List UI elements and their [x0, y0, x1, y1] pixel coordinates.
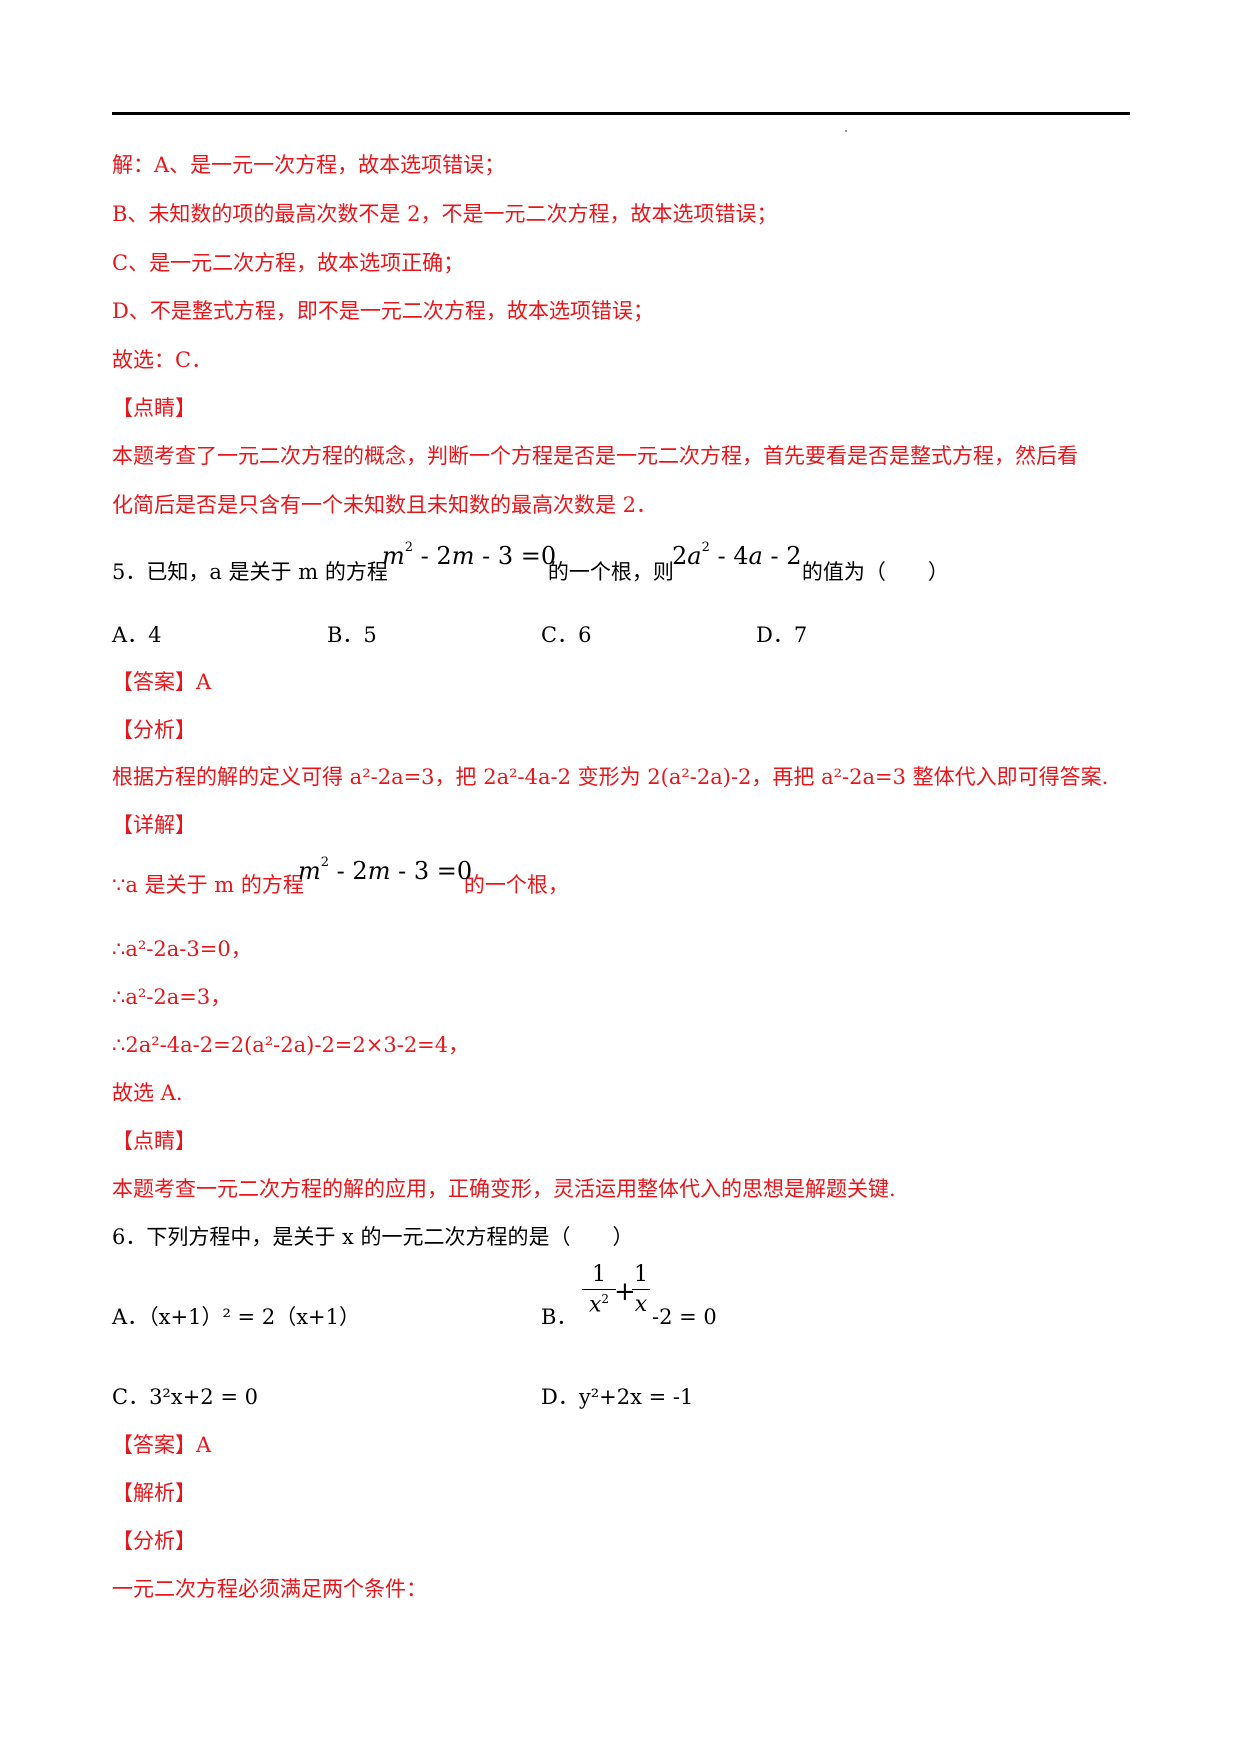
analysis-6-heading: 【分析】 [112, 1529, 196, 1553]
q5-option-c: C．6 [541, 623, 592, 647]
analysis-6-text: 一元二次方程必须满足两个条件： [112, 1577, 427, 1601]
comment-line-1: 本题考查了一元二次方程的概念，判断一个方程是否是一元二次方程，首先要看是否是整式… [112, 444, 1078, 468]
q6-plus: + [614, 1277, 636, 1307]
solution-line-a: 解：A、是一元一次方程，故本选项错误； [112, 153, 506, 177]
comment-5-text: 本题考查一元二次方程的解的应用，正确变形，灵活运用整体代入的思想是解题关键. [112, 1177, 896, 1201]
q5-equation-2: 2a2 - 4a - 2 [672, 540, 802, 570]
detail-5-a-post: 的一个根， [463, 873, 569, 897]
solution-choice: 故选：C． [112, 348, 213, 372]
q6-option-b-tail: -2 = 0 [652, 1305, 717, 1329]
comment-line-2: 化简后是否是只含有一个未知数且未知数的最高次数是 2． [112, 493, 658, 517]
question-5-stem: 5．已知，a 是关于 m 的方程 的一个根，则 的值为（ ） [112, 557, 949, 587]
q6-option-b: B． [541, 1302, 577, 1332]
answer-5: 【答案】A [112, 670, 212, 694]
heading-dianjing-2: 【点睛】 [112, 1129, 196, 1153]
header-rule [112, 112, 1130, 115]
q5-equation-1: m2 - 2m - 3 =0 [382, 540, 557, 570]
q5-option-d: D．7 [756, 623, 808, 647]
analysis-5-text: 根据方程的解的定义可得 a²-2a=3，把 2a²-4a-2 变形为 2(a²-… [112, 765, 1109, 789]
q5-suffix: 的值为（ ） [801, 560, 949, 584]
q6-option-b-label: B． [541, 1305, 578, 1329]
answer-6: 【答案】A [112, 1433, 212, 1457]
detail-5-a-pre: ∵a 是关于 m 的方程 [112, 873, 304, 897]
detail-5-heading: 【详解】 [112, 813, 196, 837]
solution-line-c: C、是一元二次方程，故本选项正确； [112, 251, 465, 275]
heading-dianjing-1: 【点睛】 [112, 396, 196, 420]
detail-5-line-d: ∴2a²-4a-2=2(a²-2a)-2=2×3-2=4， [112, 1033, 470, 1057]
detail-5-line-b: ∴a²-2a-3=0， [112, 937, 252, 961]
q5-option-b: B．5 [327, 623, 377, 647]
q6-option-a: A．（x+1）² = 2（x+1） [112, 1305, 360, 1329]
speck [845, 130, 847, 132]
q5-prefix: 5．已知，a 是关于 m 的方程 [112, 560, 388, 584]
q6-option-d: D．y²+2x = -1 [541, 1385, 694, 1409]
q6-option-c: C．3²x+2 = 0 [112, 1385, 258, 1409]
detail-5-line-e: 故选 A. [112, 1081, 183, 1105]
detail-5-line-a: ∵a 是关于 m 的方程 的一个根， [112, 870, 569, 900]
q5-mid: 的一个根，则 [547, 560, 674, 584]
solution-line-b: B、未知数的项的最高次数不是 2，不是一元二次方程，故本选项错误； [112, 202, 778, 226]
analysis-5-heading: 【分析】 [112, 718, 196, 742]
jiexi-6-heading: 【解析】 [112, 1481, 196, 1505]
q5-option-a: A．4 [112, 623, 162, 647]
detail-5-equation: m2 - 2m - 3 =0 [298, 855, 473, 885]
solution-line-d: D、不是整式方程，即不是一元二次方程，故本选项错误； [112, 299, 654, 323]
detail-5-line-c: ∴a²-2a=3， [112, 985, 232, 1009]
question-6-stem: 6．下列方程中，是关于 x 的一元二次方程的是（ ） [112, 1225, 634, 1249]
